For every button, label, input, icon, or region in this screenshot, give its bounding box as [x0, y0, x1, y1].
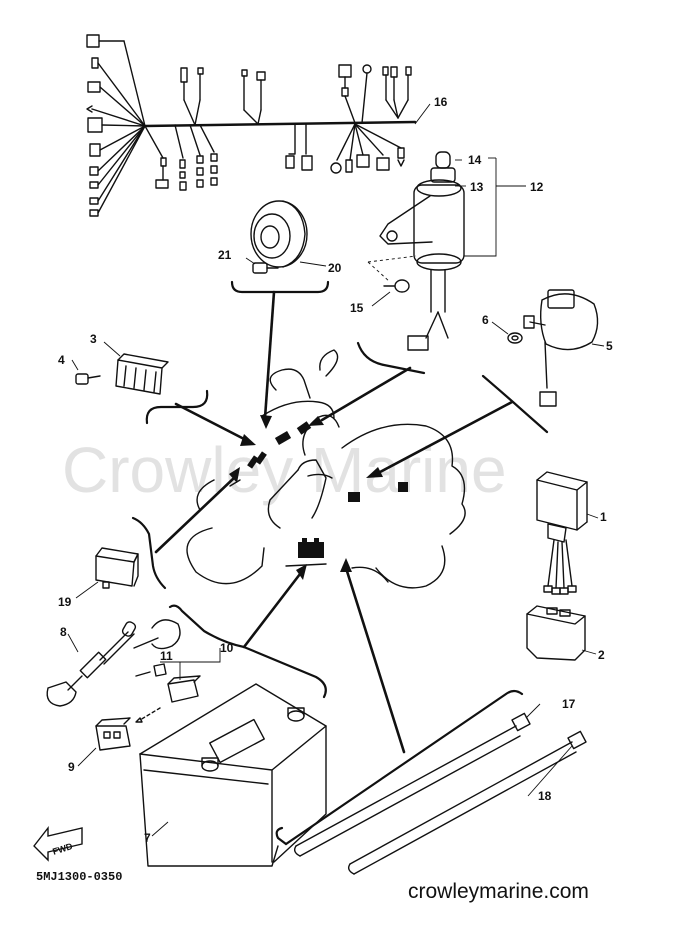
sensor-unit [523, 289, 599, 407]
part-label-11: 11 [160, 649, 173, 663]
part-label-10: 10 [220, 641, 234, 655]
wire-harness [86, 34, 417, 217]
part-label-21: 21 [218, 248, 232, 262]
part-label-7: 7 [144, 831, 151, 845]
part-label-4: 4 [58, 353, 65, 367]
site-url: crowleymarine.com [408, 880, 589, 903]
diagram-code: 5MJ1300-0350 [36, 870, 122, 884]
horn-bolt [252, 262, 279, 274]
part-label-14: 14 [468, 153, 482, 167]
part-label-17: 17 [562, 697, 576, 711]
part-label-16: 16 [434, 95, 448, 109]
forward-arrow-icon: FWD [33, 825, 83, 862]
horn [250, 200, 308, 268]
part-label-12: 12 [530, 180, 544, 194]
relay-cover [526, 605, 586, 661]
collar [507, 332, 523, 344]
part-label-8: 8 [60, 625, 67, 639]
battery-lead [46, 619, 181, 707]
rectifier-bolt [75, 373, 101, 385]
part-label-13: 13 [470, 180, 484, 194]
part-label-3: 3 [90, 332, 97, 346]
switch-screw [383, 279, 410, 293]
rectifier [115, 353, 169, 395]
part-label-18: 18 [538, 789, 552, 803]
part-label-15: 15 [350, 301, 364, 315]
terminal-connector [135, 663, 201, 723]
part-label-5: 5 [606, 339, 613, 353]
cable-tie [347, 730, 587, 875]
watermark-text: Crowley Marine [62, 434, 507, 506]
part-label-19: 19 [58, 595, 72, 609]
relay [95, 547, 139, 589]
part-label-2: 2 [598, 648, 605, 662]
part-label-20: 20 [328, 261, 342, 275]
cable-band [293, 712, 531, 857]
part-label-1: 1 [600, 510, 607, 524]
fuse-holder [95, 717, 131, 751]
part-label-6: 6 [482, 313, 489, 327]
main-switch [379, 151, 465, 351]
battery [139, 683, 327, 867]
vehicle-outline [186, 349, 466, 589]
flasher-relay [536, 471, 588, 595]
part-label-9: 9 [68, 760, 75, 774]
